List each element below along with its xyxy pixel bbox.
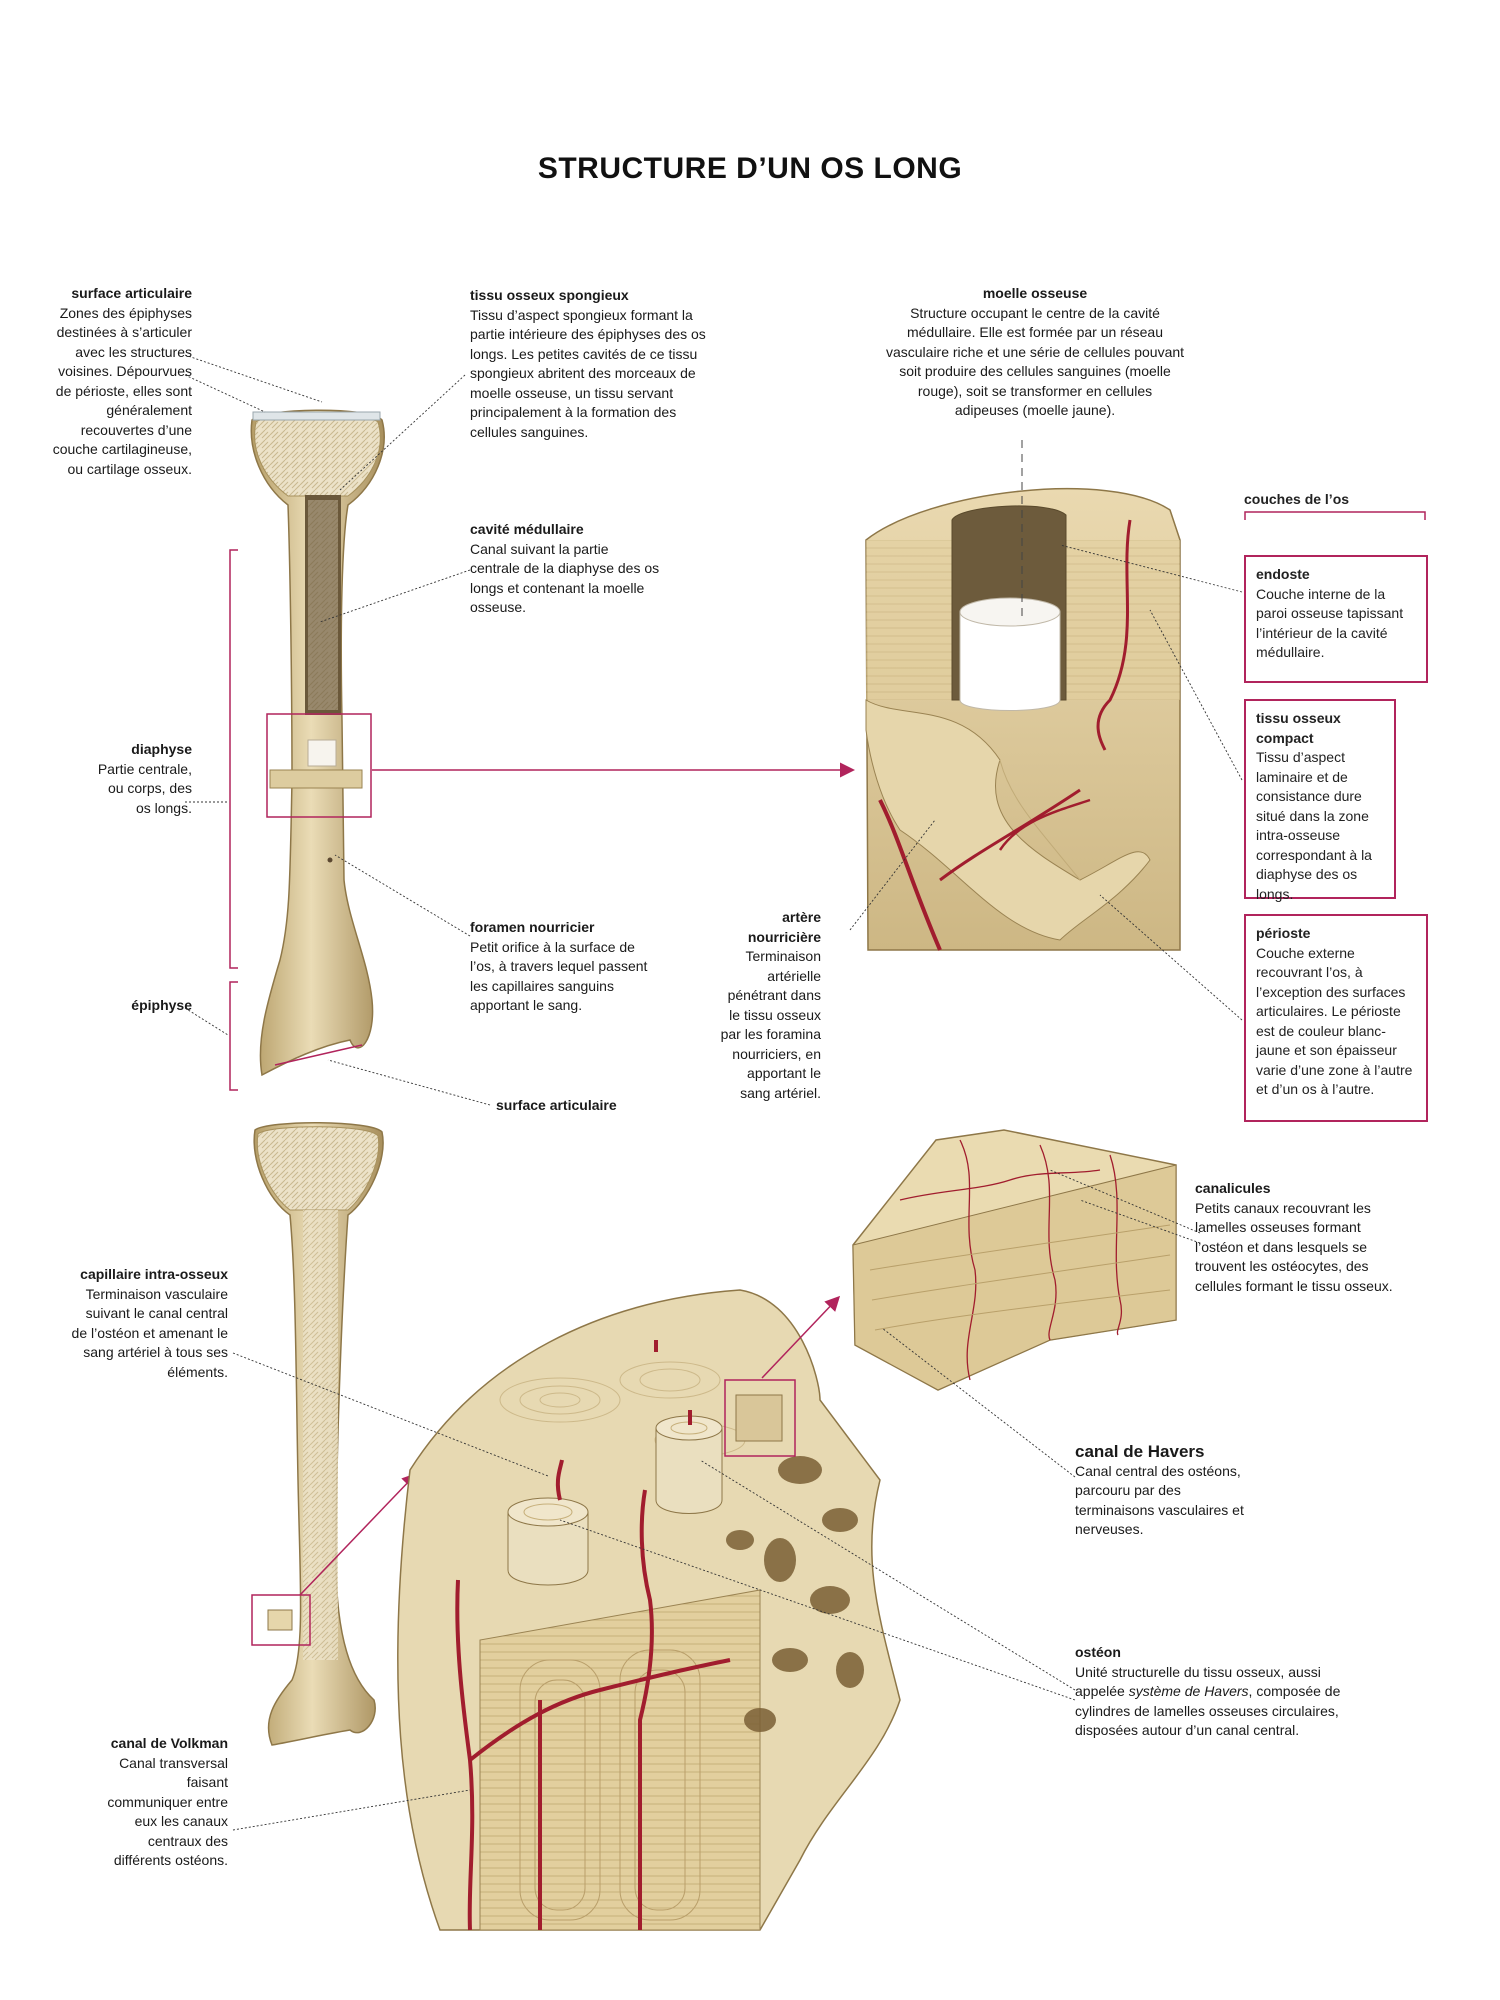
label-text: Canal suivant la partie centrale de la d… (470, 540, 660, 616)
label-foramen: foramen nourricier Petit orifice à la su… (470, 918, 655, 1016)
label-text: Structure occupant le centre de la cavit… (885, 304, 1185, 419)
box-text: Couche interne de la paroi osseuse tapis… (1256, 585, 1404, 661)
label-heading: cavité médullaire (470, 521, 584, 537)
box-heading: endoste (1256, 566, 1310, 582)
zoom-box-canalicules (724, 1379, 796, 1457)
osteon-section (397, 1289, 901, 1931)
label-canalicules: canalicules Petits canaux recouvrant les… (1195, 1179, 1395, 1296)
label-text: Tissu d’aspect spongieux formant la part… (470, 306, 706, 440)
label-moelle-osseuse: moelle osseuse Structure occupant le cen… (885, 284, 1185, 421)
diaphysis-bracket (229, 549, 238, 969)
label-heading: canalicules (1195, 1180, 1271, 1196)
label-text: Terminaison vasculaire suivant le canal … (71, 1285, 228, 1380)
label-heading: artère nourricière (747, 909, 821, 945)
label-heading: foramen nourricier (470, 919, 595, 935)
label-heading: ostéon (1075, 1644, 1121, 1660)
box-text: Couche externe recouvrant l’os, à l’exce… (1256, 944, 1413, 1098)
diaphysis-cross-section (865, 440, 1181, 951)
box-endoste: endoste Couche interne de la paroi osseu… (1244, 555, 1428, 683)
epiphysis-bracket (229, 981, 238, 1091)
box-perioste: périoste Couche externe recouvrant l’os,… (1244, 914, 1428, 1122)
label-epiphyse: épiphyse (80, 996, 192, 1016)
layers-heading: couches de l’os (1244, 491, 1350, 507)
label-heading: moelle osseuse (982, 285, 1088, 301)
box-heading: tissu osseux compact (1256, 710, 1341, 746)
label-heading: diaphyse (131, 741, 192, 757)
label-osteon: ostéon Unité structurelle du tissu osseu… (1075, 1643, 1360, 1741)
label-tissu-spongieux: tissu osseux spongieux Tissu d’aspect sp… (470, 286, 720, 442)
box-text: Tissu d’aspect laminaire et de consistan… (1256, 749, 1372, 902)
zoom-arrow-3 (761, 1295, 841, 1379)
label-text: Zones des épiphyses destinées à s’articu… (52, 304, 192, 477)
box-tissu-compact: tissu osseux compact Tissu d’aspect lami… (1244, 699, 1396, 902)
label-text: Terminaison artérielle pénétrant dans le… (720, 948, 821, 1101)
label-heading: canal de Havers (1075, 1442, 1205, 1461)
label-text: Petit orifice à la surface de l’os, à tr… (470, 938, 648, 1014)
label-surface-articulaire-bottom: surface articulaire (496, 1096, 696, 1116)
label-heading: canal de Volkman (110, 1735, 228, 1751)
label-text: Canal central des ostéons, parcouru par … (1075, 1462, 1244, 1538)
label-heading: surface articulaire (496, 1097, 617, 1113)
label-cavite-medullaire: cavité médullaire Canal suivant la parti… (470, 520, 660, 618)
page-title: STRUCTURE D’UN OS LONG (537, 152, 963, 185)
articular-cartilage (252, 411, 381, 421)
label-artere-nourriciere: artère nourricière Terminaison artériell… (715, 908, 821, 1103)
leader-lines (184, 354, 1243, 1831)
long-bone-bottom (251, 1122, 384, 1746)
label-capillaire: capillaire intra-osseux Terminaison vasc… (70, 1265, 228, 1382)
long-bone-top (250, 409, 385, 1077)
label-text: Partie centrale, ou corps, des os longs. (97, 760, 192, 816)
label-heading: épiphyse (131, 997, 192, 1013)
label-heading: surface articulaire (71, 285, 192, 301)
label-diaphyse: diaphyse Partie centrale, ou corps, des … (90, 740, 192, 818)
osteon-text-part: Unité structurelle du tissu osseux, auss… (1075, 1663, 1321, 1700)
label-text: Unité structurelle du tissu osseux, auss… (1075, 1663, 1360, 1741)
label-surface-articulaire-top: surface articulaire Zones des épiphyses … (40, 284, 192, 479)
label-text: Canal transversal faisant communiquer en… (107, 1754, 228, 1869)
label-text: Petits canaux recouvrant les lamelles os… (1195, 1199, 1393, 1294)
label-heading: tissu osseux spongieux (470, 287, 629, 303)
osteon-text-part: , composée de cylindres de lamelles osse… (1075, 1683, 1341, 1738)
box-heading: périoste (1256, 925, 1311, 941)
label-heading: capillaire intra-osseux (80, 1266, 228, 1282)
zoom-arrow-2 (299, 1472, 418, 1596)
zoom-box-compact (251, 1594, 311, 1646)
zoom-box-diaphysis (266, 713, 372, 818)
nutrient-foramen (327, 857, 333, 863)
label-canal-volkman: canal de Volkman Canal transversal faisa… (100, 1734, 228, 1871)
canalicules-block (852, 1129, 1177, 1391)
label-canal-havers: canal de Havers Canal central des ostéon… (1075, 1442, 1260, 1540)
osteon-text-italic: système de Havers (1128, 1683, 1249, 1699)
